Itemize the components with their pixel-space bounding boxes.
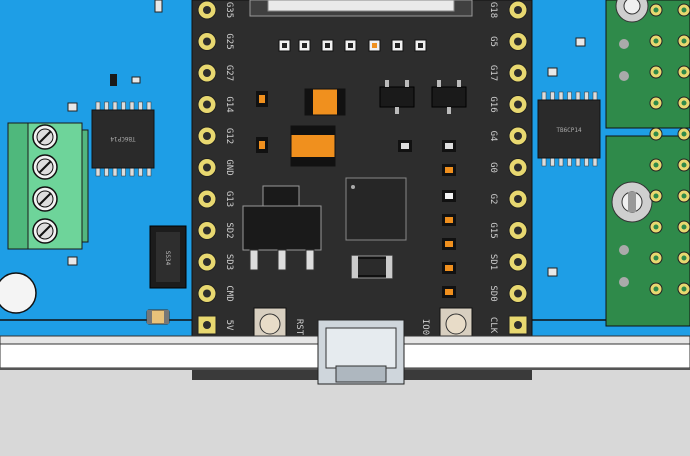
pin-label: G13: [224, 191, 234, 207]
diode-label: SS34: [164, 251, 171, 266]
header-pin: G4: [488, 126, 528, 146]
header-pin: G13: [197, 189, 234, 209]
diode: SS34: [149, 225, 187, 289]
header-pin: CMD: [197, 284, 234, 303]
reset-button-label: RST: [294, 319, 304, 336]
potentiometer-icon: [611, 181, 653, 223]
pin-label: G25: [224, 33, 234, 49]
esp32-chip: [345, 177, 407, 241]
header-pin: G16: [488, 95, 528, 114]
header-pin: G27: [197, 63, 234, 83]
pin-label: G16: [488, 96, 498, 112]
pin-label: CLK: [488, 317, 498, 334]
transistor: [431, 80, 467, 114]
reset-button[interactable]: RST: [253, 307, 304, 341]
left-ic-label: TB6CP14: [110, 135, 136, 142]
pin-label: SD1: [488, 254, 498, 270]
pin-label: GND: [224, 159, 234, 175]
header-pin: G0: [488, 158, 528, 177]
right-ic: TB6CP14: [537, 91, 601, 167]
pin-label: G14: [224, 96, 234, 112]
smd-part: [131, 76, 141, 84]
pin-label: G12: [224, 128, 234, 144]
driver-pin-headers: [649, 3, 690, 296]
pin-label: G35: [224, 2, 234, 18]
header-pin: G15: [488, 221, 528, 240]
pin-label: G4: [488, 131, 498, 142]
transistor: [379, 80, 415, 114]
header-pin: G18: [488, 0, 528, 20]
header-pin: SD2: [197, 221, 234, 240]
header-pin: SD0: [488, 284, 528, 303]
smd-part: [547, 267, 558, 277]
pin-label: G15: [488, 222, 498, 238]
voltage-regulator: [242, 185, 322, 271]
pin-label: 5V: [224, 320, 234, 331]
pin-label: CMD: [224, 285, 234, 301]
header-pin: G14: [197, 95, 234, 114]
resistor-column: [398, 140, 456, 298]
header-pin: 5V: [197, 315, 234, 335]
header-pin: G17: [488, 63, 528, 83]
boot-button[interactable]: IO0: [420, 307, 473, 341]
header-pin: SD1: [488, 252, 528, 272]
header-pin: GND: [197, 158, 234, 177]
pin-label: G0: [488, 162, 498, 173]
pin-label: SD0: [488, 285, 498, 301]
stepper-driver-board: [605, 135, 690, 327]
stepper-driver-board: [605, 0, 690, 129]
tantalum-capacitor: [290, 125, 336, 167]
pin-label: G17: [488, 65, 498, 81]
smd-part: [67, 256, 78, 266]
header-pin: G35: [197, 0, 234, 20]
left-ic: TB6CP14: [91, 101, 155, 177]
right-ic-label: TB6CP14: [556, 127, 582, 134]
tantalum-capacitor: [304, 88, 346, 116]
pin-label: SD2: [224, 222, 234, 238]
header-pin: G5: [488, 32, 528, 51]
smd-part: [575, 37, 586, 47]
header-pin: G2: [488, 189, 528, 209]
pin-label: G2: [488, 194, 498, 205]
smd-part: [67, 102, 78, 112]
smd-part: [154, 0, 163, 13]
header-pin: G12: [197, 126, 234, 146]
smd-part: [547, 67, 558, 77]
screw-terminal-icon: [7, 122, 89, 250]
header-pin: SD3: [197, 252, 234, 272]
pin-label: SD3: [224, 254, 234, 270]
header-pin: CLK: [488, 315, 528, 335]
boot-button-label: IO0: [420, 319, 430, 335]
header-pin: G25: [197, 32, 234, 51]
usb-connector-icon: [317, 319, 405, 385]
esp32-module: [191, 0, 533, 341]
smd-row: [278, 39, 427, 52]
smd-part: [110, 74, 117, 86]
mounting-hole: [0, 272, 37, 314]
pin-label: G27: [224, 65, 234, 81]
pin-label: G5: [488, 36, 498, 47]
potentiometer-icon: [615, 0, 649, 23]
pin-label: G18: [488, 2, 498, 18]
